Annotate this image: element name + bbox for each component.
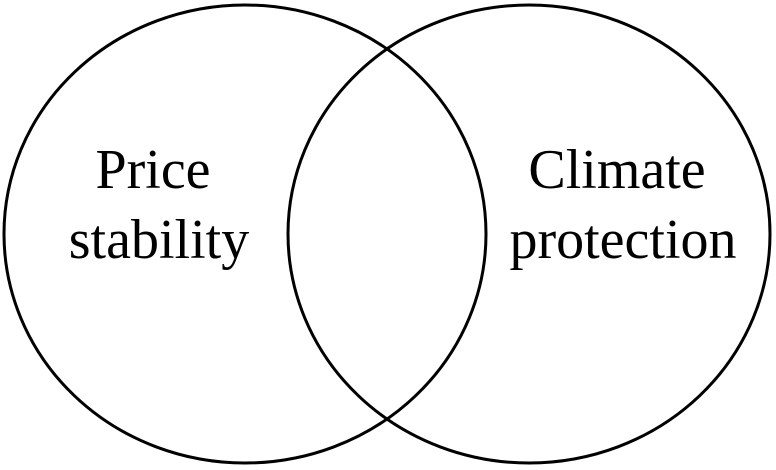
climate-protection-label-line1: Climate [528,139,705,201]
price-stability-label-line1: Price [95,139,210,201]
price-stability-label-line2: stability [69,209,249,271]
climate-protection-label-line2: protection [509,209,736,271]
climate-protection-circle [286,3,772,465]
price-stability-circle [2,3,488,465]
